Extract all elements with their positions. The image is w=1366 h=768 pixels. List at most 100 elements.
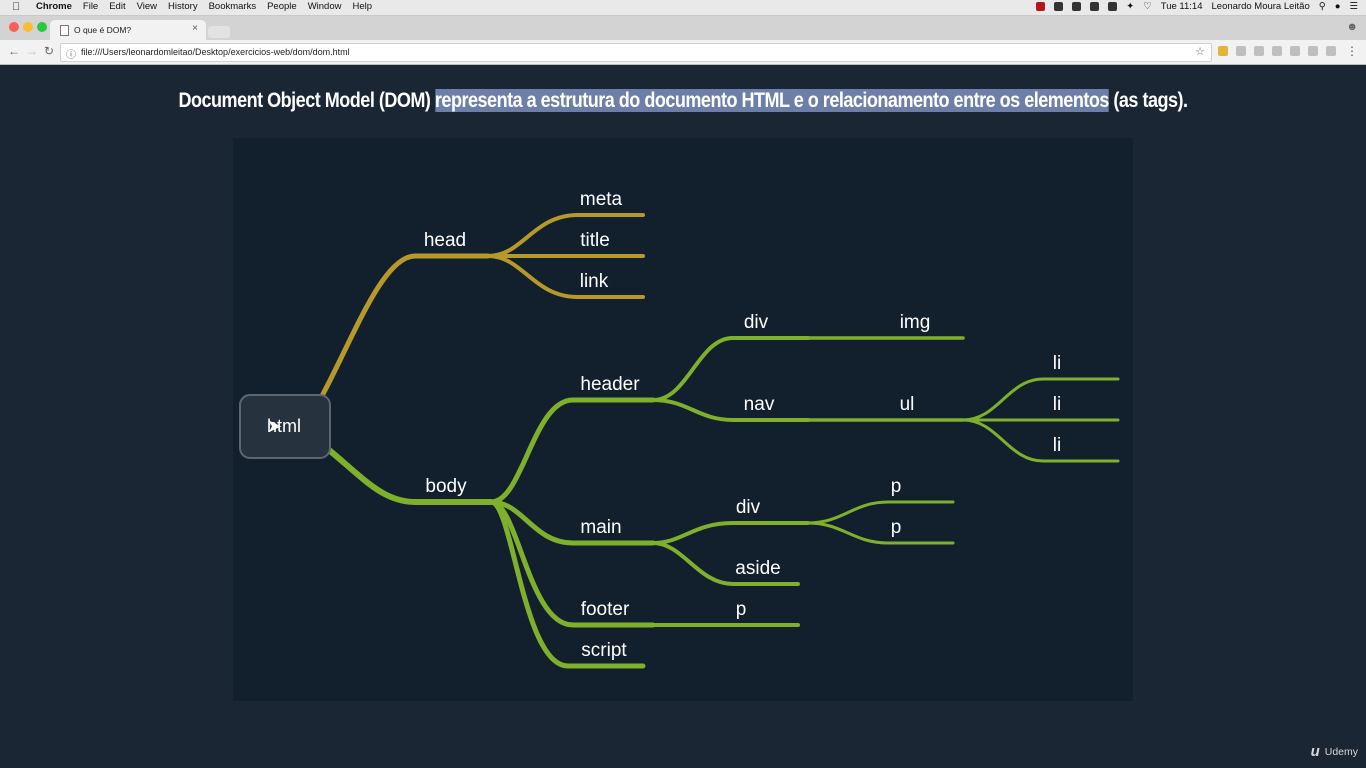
new-tab-button[interactable] (208, 26, 230, 38)
browser-tab[interactable]: O que é DOM? × (50, 20, 206, 40)
window-close-icon[interactable] (9, 22, 19, 32)
cloud-icon[interactable] (1072, 2, 1082, 11)
node-script: script (581, 640, 627, 661)
url-text[interactable]: file:///Users/leonardomleitao/Desktop/ex… (81, 47, 350, 57)
edge-header-nav (651, 398, 810, 422)
node-ul: ul (899, 394, 915, 415)
window-minimize-icon[interactable] (23, 22, 33, 32)
edge-html-body (326, 447, 494, 505)
info-icon[interactable]: ⓘ (66, 50, 76, 61)
menu-file[interactable]: File (82, 1, 99, 12)
page-content: Document Object Model (DOM) representa a… (0, 65, 1366, 768)
sync-icon[interactable] (1090, 2, 1100, 11)
clock[interactable]: Tue 11:14 (1160, 1, 1203, 12)
edge-head-link (486, 254, 645, 299)
siri-icon[interactable]: ● (1334, 1, 1341, 12)
edge-main-div (651, 521, 810, 545)
apple-icon[interactable]:  (12, 1, 20, 13)
menu-people[interactable]: People (267, 1, 297, 12)
extension-icon[interactable] (1236, 46, 1246, 56)
profile-icon[interactable]: ☻ (1346, 21, 1358, 33)
wifi-icon[interactable]: ♡ (1143, 1, 1152, 12)
edge-ul-li3 (961, 418, 1120, 463)
menu-history[interactable]: History (168, 1, 198, 12)
recording-icon[interactable] (1036, 2, 1046, 11)
node-li: li (1052, 394, 1062, 415)
spotlight-icon[interactable]: ⚲ (1318, 1, 1326, 12)
node-p: p (890, 476, 902, 497)
menu-view[interactable]: View (136, 1, 158, 12)
node-main-div: div (735, 497, 761, 518)
menu-bookmarks[interactable]: Bookmarks (208, 1, 257, 12)
edge-head-meta (486, 213, 645, 258)
node-main: main (580, 517, 622, 538)
title-highlight: representa a estrutura do documento HTML… (434, 89, 1109, 112)
node-p: p (890, 517, 902, 538)
edge-body-header (488, 397, 656, 505)
title-suffix: (as tags). (1113, 89, 1188, 112)
extension-icon[interactable] (1272, 46, 1282, 56)
node-li: li (1052, 435, 1062, 456)
edge-body-main (488, 499, 656, 546)
edge-header-div (651, 336, 810, 402)
title-prefix: Document Object Model (DOM) (178, 89, 431, 112)
edge-main-aside (651, 541, 800, 586)
notification-center-icon[interactable]: ☰ (1349, 1, 1358, 12)
user-name[interactable]: Leonardo Moura Leitão (1211, 1, 1310, 12)
forward-icon[interactable]: → (26, 44, 38, 58)
udemy-label: Udemy (1324, 745, 1358, 758)
root-label: html (267, 416, 302, 436)
extension-icon[interactable] (1326, 46, 1336, 56)
status-tray: ✦ ♡ Tue 11:14 Leonardo Moura Leitão ⚲ ● … (1036, 1, 1358, 12)
menu-window[interactable]: Window (307, 1, 342, 12)
bookmark-star-icon[interactable]: ☆ (1195, 46, 1205, 58)
reload-icon[interactable]: ↻ (44, 44, 55, 58)
node-head: head (423, 230, 467, 251)
html-root-node: html ➤ (239, 394, 331, 459)
udemy-watermark: u Udemy (1311, 743, 1358, 760)
node-meta: meta (579, 189, 623, 210)
node-header-div: div (743, 312, 769, 333)
extension-icon[interactable] (1308, 46, 1318, 56)
extension-icon[interactable] (1254, 46, 1264, 56)
chrome-menu-icon[interactable]: ⋮ (1346, 44, 1358, 58)
node-nav: nav (743, 394, 775, 415)
dom-tree-diagram: html ➤ head meta title link body header … (233, 138, 1133, 701)
browser-tab-bar: O que é DOM? × ☻ (0, 16, 1366, 40)
edge-ul-li1 (961, 377, 1120, 422)
node-body: body (425, 476, 467, 497)
tree-branches (320, 213, 1120, 669)
node-title: title (580, 230, 610, 251)
edge-html-head (320, 253, 491, 397)
node-li: li (1052, 353, 1062, 374)
back-icon[interactable]: ← (8, 44, 20, 58)
menu-help[interactable]: Help (352, 1, 373, 12)
node-link: link (579, 271, 609, 292)
bluetooth-icon[interactable]: ✦ (1126, 1, 1135, 12)
browser-toolbar: ← → ↻ ⓘ file:///Users/leonardomleitao/De… (0, 40, 1366, 65)
edge-div-p2 (806, 521, 955, 545)
node-header: header (580, 374, 640, 395)
slide-title: Document Object Model (DOM) representa a… (96, 89, 1271, 113)
node-footer-p: p (735, 599, 747, 620)
mouse-cursor-icon: ➤ (267, 416, 283, 436)
menu-app-name[interactable]: Chrome (36, 1, 72, 12)
udemy-logo-icon: u (1310, 743, 1320, 760)
window-maximize-icon[interactable] (37, 22, 47, 32)
mac-menu-bar:  Chrome File Edit View History Bookmark… (0, 0, 1366, 16)
menu-edit[interactable]: Edit (109, 1, 126, 12)
tab-title: O que é DOM? (74, 25, 132, 35)
node-img: img (899, 312, 931, 333)
address-bar[interactable]: ⓘ file:///Users/leonardomleitao/Desktop/… (60, 43, 1212, 62)
page-icon (60, 25, 69, 36)
edge-div-p1 (806, 500, 955, 525)
app-menu: Chrome File Edit View History Bookmarks … (36, 1, 383, 12)
edge-body-script (488, 499, 646, 669)
node-footer: footer (580, 599, 630, 620)
node-aside: aside (735, 558, 781, 579)
extension-icon[interactable] (1218, 46, 1228, 56)
grid-icon[interactable] (1108, 2, 1118, 11)
dropbox-icon[interactable] (1054, 2, 1064, 11)
extension-icon[interactable] (1290, 46, 1300, 56)
close-tab-icon[interactable]: × (192, 23, 198, 34)
